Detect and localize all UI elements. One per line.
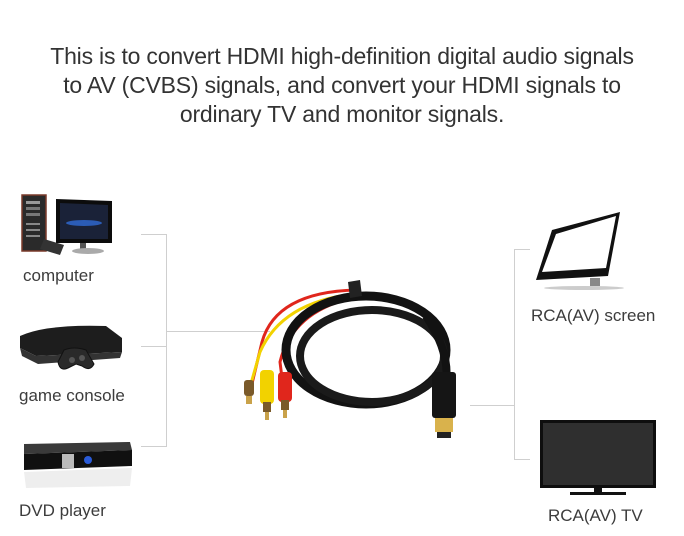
headline-line-2: to AV (CVBS) signals, and convert your H… [63, 72, 621, 98]
game-console-icon [16, 320, 128, 380]
output-label-rca-tv: RCA(AV) TV [548, 506, 643, 525]
source-label-game-console: game console [19, 386, 125, 405]
bracket-left-vertical [166, 234, 167, 447]
bracket-right-tick-bottom [514, 459, 530, 460]
bracket-left-connector [166, 331, 270, 332]
bracket-left-tick-mid [141, 346, 167, 347]
output-label-rca-screen: RCA(AV) screen [531, 306, 656, 325]
monitor-icon [534, 210, 624, 290]
computer-icon [18, 193, 118, 257]
source-label-computer: computer [23, 266, 94, 285]
bracket-left-tick-bottom [141, 446, 167, 447]
dvd-player-icon [10, 436, 134, 492]
headline: This is to convert HDMI high-definition … [0, 42, 684, 129]
bracket-left-tick-top [141, 234, 167, 235]
headline-line-3: ordinary TV and monitor signals. [179, 101, 505, 127]
bracket-right-tick-top [514, 249, 530, 250]
headline-line-1: This is to convert HDMI high-definition … [50, 43, 634, 69]
bracket-right-connector [470, 405, 515, 406]
source-label-dvd-player: DVD player [19, 501, 106, 520]
bracket-right-vertical [514, 249, 515, 460]
tv-icon [540, 418, 656, 498]
hdmi-to-rca-cable-icon [236, 272, 476, 452]
